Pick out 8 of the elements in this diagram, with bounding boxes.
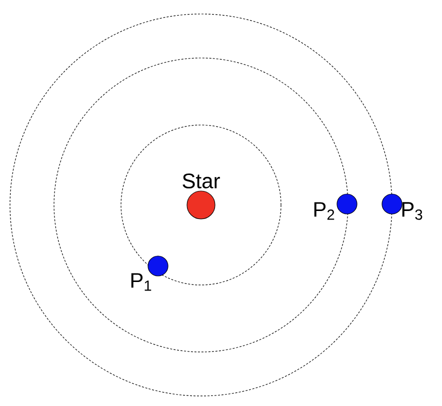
planet-label: P$_{1}$ [131, 273, 152, 291]
planet-label: P$_{3}$ [402, 202, 422, 220]
planet-circle [148, 256, 168, 276]
planet-circle [336, 194, 358, 214]
planet-label: P$_{2}$ [314, 202, 334, 220]
planet-circle [382, 194, 402, 214]
star-label: Star [182, 174, 220, 188]
star-circle [186, 190, 216, 220]
